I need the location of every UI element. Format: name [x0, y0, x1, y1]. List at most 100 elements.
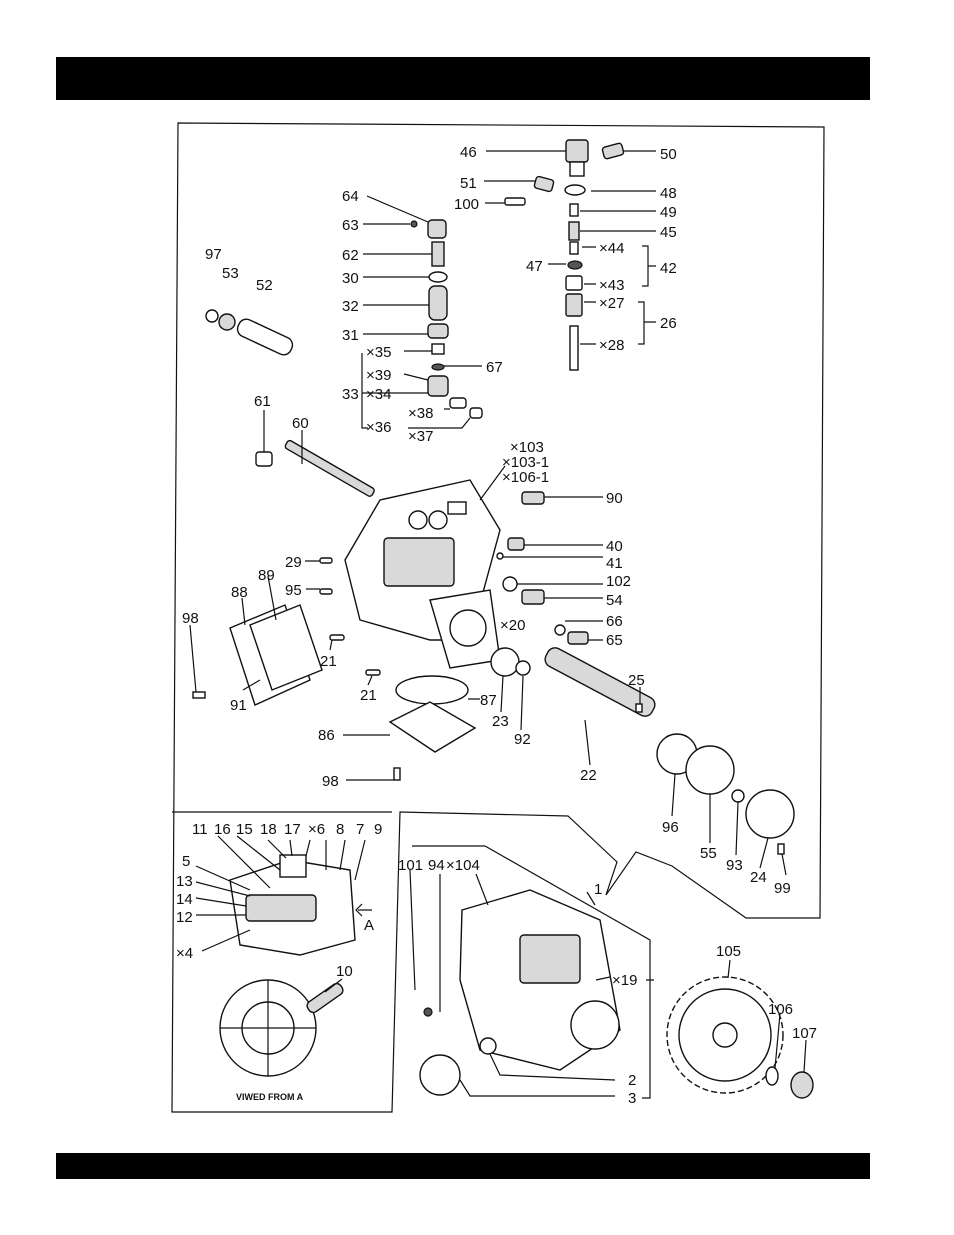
part-38-pin — [449, 397, 467, 409]
part-25-key — [635, 703, 643, 713]
callout-41: 41 — [606, 555, 623, 572]
callout-47: 47 — [526, 258, 543, 275]
callout-99: 99 — [774, 880, 791, 897]
housing-window — [383, 537, 455, 587]
callout-40: 40 — [606, 538, 623, 555]
part-24-cover — [745, 789, 795, 839]
callout-x103: ×103 — [510, 439, 544, 456]
part-63-screw — [410, 220, 418, 228]
callout-95: 95 — [285, 582, 302, 599]
pump-housing — [344, 479, 501, 669]
callout-105: 105 — [716, 943, 741, 960]
callout-18: 18 — [260, 821, 277, 838]
part-21-stud-a — [329, 634, 345, 641]
part-87-oring — [395, 675, 469, 705]
callout-21a: 21 — [320, 653, 337, 670]
callout-14: 14 — [176, 891, 193, 908]
callout-8: 8 — [336, 821, 344, 838]
part-103-label-plate — [447, 501, 467, 515]
part-23-bearing — [490, 647, 520, 677]
callout-21b: 21 — [360, 687, 377, 704]
callout-98b: 98 — [322, 773, 339, 790]
part-46-delivery-holder-neck — [569, 161, 585, 177]
part-98-screw — [192, 691, 206, 699]
callout-x6: ×6 — [308, 821, 325, 838]
callout-23: 23 — [492, 713, 509, 730]
part-29-pin — [319, 557, 333, 564]
callout-62: 62 — [342, 247, 359, 264]
part-50-clamp — [601, 142, 625, 160]
callout-5: 5 — [182, 853, 190, 870]
callout-101: 101 — [398, 857, 423, 874]
viewed-from-a-caption: VIWED FROM A — [236, 1092, 304, 1102]
part-30-washer — [428, 271, 448, 283]
part-41-washer — [496, 552, 504, 560]
part-102-gasket — [502, 576, 518, 592]
arrow-a-indicator — [355, 903, 372, 917]
part-49-stopper — [569, 203, 579, 217]
callout-3: 3 — [628, 1090, 636, 1107]
section-spring — [245, 894, 317, 922]
callout-11: 11 — [192, 821, 208, 838]
part-64-lever — [427, 219, 447, 239]
callout-x36: ×36 — [366, 419, 391, 436]
callout-x39: ×39 — [366, 367, 391, 384]
callout-33: 33 — [342, 386, 359, 403]
callout-42: 42 — [660, 260, 677, 277]
callout-labels: 46 50 51 48 100 49 64 63 45 ×44 42 47 62… — [176, 144, 817, 1107]
callout-98a: 98 — [182, 610, 199, 627]
callout-55: 55 — [700, 845, 717, 862]
callout-x38: ×38 — [408, 405, 433, 422]
part-95-pin — [319, 588, 333, 595]
callout-30: 30 — [342, 270, 359, 287]
part-65-plug — [567, 631, 589, 645]
part-90-plug — [521, 491, 545, 505]
callout-60: 60 — [292, 415, 309, 432]
part-34-sleeve — [427, 375, 449, 397]
callout-87: 87 — [480, 692, 497, 709]
callout-29: 29 — [285, 554, 302, 571]
part-92-washer — [515, 660, 531, 676]
callout-102: 102 — [606, 573, 631, 590]
part-48-washer — [564, 184, 586, 196]
cover-plates — [192, 604, 477, 781]
callout-48: 48 — [660, 185, 677, 202]
callout-89: 89 — [258, 567, 275, 584]
housing-pins — [319, 557, 381, 676]
callout-94: 94 — [428, 857, 445, 874]
part-46-delivery-holder — [565, 139, 589, 163]
callout-49: 49 — [660, 204, 677, 221]
callout-54: 54 — [606, 592, 623, 609]
callout-90: 90 — [606, 490, 623, 507]
callout-92: 92 — [514, 731, 531, 748]
view-a-pipe — [306, 982, 344, 1014]
housing-flange-bore — [449, 609, 487, 647]
part-99-bolt — [777, 843, 785, 855]
left-parts — [205, 309, 375, 497]
callout-x35: ×35 — [366, 344, 391, 361]
callout-12: 12 — [176, 909, 193, 926]
callout-x19: ×19 — [612, 972, 637, 989]
callout-x27: ×27 — [599, 295, 624, 312]
part-97-oring — [205, 309, 219, 323]
callout-25: 25 — [628, 672, 645, 689]
callout-31: 31 — [342, 327, 359, 344]
part-54-plug — [521, 589, 545, 605]
callout-24: 24 — [750, 869, 767, 886]
part-98-lower-screw — [393, 767, 401, 781]
callout-9: 9 — [374, 821, 382, 838]
part-51-clamp — [533, 175, 555, 193]
callout-46: 46 — [460, 144, 477, 161]
callout-86: 86 — [318, 727, 335, 744]
part-35-pin — [431, 343, 445, 355]
camshaft-assembly — [490, 647, 795, 855]
callout-x103-1: ×103-1 — [502, 454, 549, 471]
part-53-nut — [218, 313, 236, 331]
part-27-barrel — [565, 293, 583, 317]
callout-63: 63 — [342, 217, 359, 234]
callout-64: 64 — [342, 188, 359, 205]
callout-x44: ×44 — [599, 240, 624, 257]
part-43-valve-seat — [565, 275, 583, 291]
callout-100: 100 — [454, 196, 479, 213]
part-93-oring — [731, 789, 745, 803]
